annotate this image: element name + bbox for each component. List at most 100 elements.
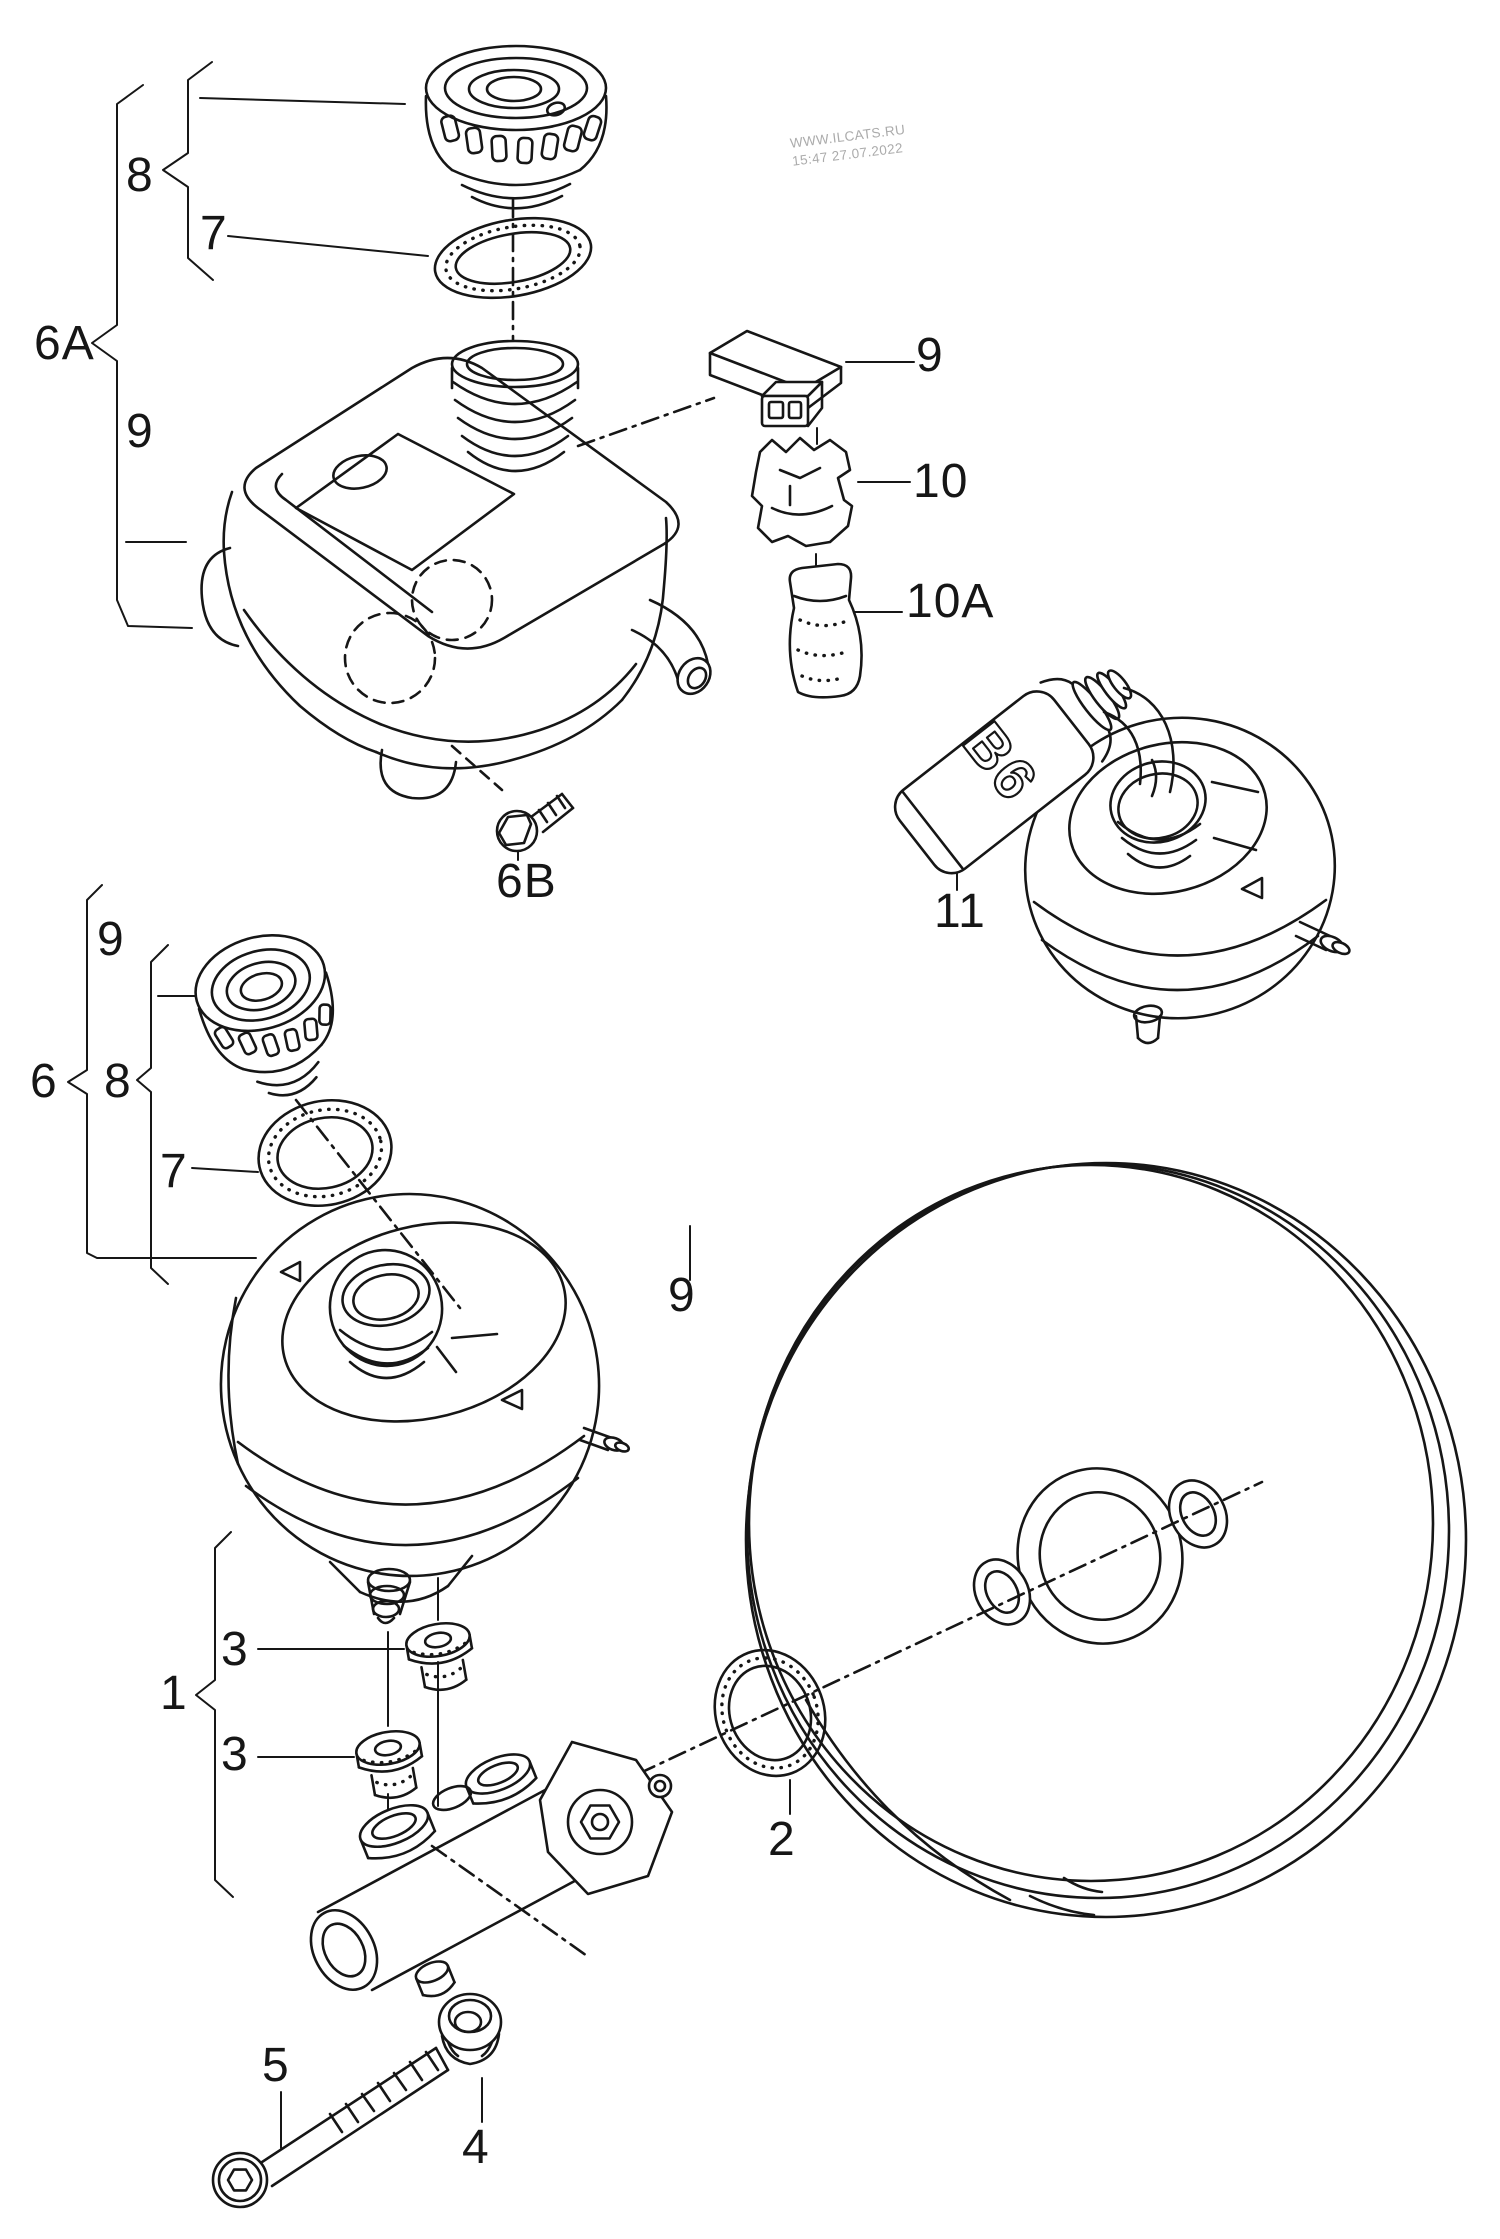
retaining-bar-9: [708, 329, 843, 428]
callout-8-mid: 8: [104, 1055, 132, 1108]
dashdot-mc-axis: [430, 1844, 592, 1960]
mc-port-front: [358, 1803, 437, 1860]
servo2-keyhole-1: [435, 1345, 458, 1374]
bolt5-head: [211, 2151, 269, 2209]
cap2-slot: [213, 1025, 235, 1050]
bar-block-top: [760, 380, 824, 398]
servo1-band-2: [1040, 934, 1320, 992]
servo1-triangle-marker: [1240, 876, 1264, 900]
tank-plate-hole: [332, 454, 388, 490]
servo2-hub-rib: [348, 1360, 426, 1380]
cap-slot: [540, 132, 560, 161]
cap2-top: [194, 933, 327, 1033]
nut-flange: [440, 2032, 501, 2066]
bolt-6B-rib: [546, 801, 558, 817]
stream-edge-2: [1102, 710, 1143, 786]
bolt5-thread: [408, 2060, 424, 2082]
neck-thread-1: [451, 380, 579, 406]
callout-7-mid: 7: [160, 1145, 188, 1198]
cap-slot: [562, 124, 583, 153]
callout-9-cap: 9: [97, 913, 125, 966]
servo2-band-2: [244, 1476, 580, 1547]
tank-hose-end: [676, 656, 712, 696]
callout-3-upper: 3: [221, 1623, 249, 1676]
servo2-hub: [328, 1248, 444, 1368]
dashdot-mounting-axis: [606, 1480, 1264, 1790]
grommet-plug-end: [423, 1678, 468, 1692]
mc-top-edge: [316, 1780, 562, 1914]
grommet-flange-arc: [357, 1754, 424, 1773]
cap2-slot: [261, 1032, 281, 1058]
servo-small-upper: [1023, 716, 1351, 1045]
bolt-6B-rib: [537, 808, 549, 824]
grommet-stipple: [362, 1749, 417, 1765]
neck-thread-4: [460, 434, 570, 458]
servo2-pushrod-side: [398, 1580, 412, 1616]
bracket-6A: [91, 84, 193, 629]
mc-stub-end: [421, 1981, 456, 1998]
booster-rim-3: [747, 1163, 1435, 1883]
grommet-stipple: [425, 1666, 462, 1679]
bolt-6B-tip: [560, 792, 575, 810]
bar-end-face: [802, 365, 843, 413]
tank-hidden-port-1: [410, 558, 494, 642]
servo2-pushrod-end: [376, 1616, 396, 1625]
nut-hole: [453, 2010, 483, 2034]
cap-ring-1: [443, 56, 589, 120]
grommet-3-upper: [405, 1621, 474, 1692]
servo2-hub-ring-2: [352, 1273, 420, 1321]
servo1-hub-inner: [1117, 772, 1199, 840]
callout-9-reservoir: 9: [126, 405, 154, 458]
servo-small-lower: [219, 1192, 631, 1625]
callout-7-top: 7: [200, 207, 228, 260]
dash-cap2-axis: [294, 1098, 462, 1310]
neck-inner: [465, 346, 565, 382]
tank-bottom-ear: [379, 748, 458, 800]
callout-10: 10: [913, 455, 969, 508]
bolt-6B-rib: [555, 794, 567, 810]
servo2-top-face: [281, 1221, 567, 1423]
seal2-outer: [257, 1098, 393, 1208]
callout-1: 1: [160, 1667, 188, 1720]
seal-ring-2-outer: [713, 1648, 827, 1778]
tank-hose-stub-a: [648, 598, 710, 666]
cap-slot: [582, 114, 603, 142]
clip-detail-2: [770, 504, 834, 516]
bracket-1: [195, 1531, 234, 1898]
seal-outer: [433, 216, 593, 300]
callout-3-lower: 3: [221, 1728, 249, 1781]
booster-bottom-detail: [1028, 1894, 1096, 1917]
servo1-bottom-stud-side: [1156, 1014, 1162, 1040]
seal-ring-2: [713, 1648, 827, 1778]
bottle-bottom-seam: [901, 791, 964, 870]
bolt5-thread: [424, 2050, 440, 2072]
cap-seal-ring-mid: [257, 1098, 393, 1208]
cap2-slot: [283, 1027, 301, 1053]
callout-6: 6: [30, 1055, 58, 1108]
grommet-plug-end: [373, 1786, 418, 1800]
booster-stud-hole-left-inner: [983, 1570, 1021, 1614]
cap2-side-right: [320, 971, 335, 1046]
bar-block-hole: [767, 400, 785, 420]
mc-flange-hole: [590, 1812, 610, 1832]
bolt5-tip: [434, 2046, 450, 2072]
cap2-side-left: [197, 1007, 245, 1071]
cap-ring-3: [485, 75, 543, 103]
foam-outline: [788, 562, 863, 699]
callout-5: 5: [262, 2039, 290, 2092]
servo2-stud-line: [582, 1426, 614, 1440]
bolt5-thread: [376, 2081, 392, 2103]
cap2-slot: [303, 1017, 319, 1042]
seal-inner: [454, 231, 572, 285]
callout-9-clip: 9: [916, 329, 944, 382]
callout-4: 4: [462, 2121, 490, 2174]
servo2-pushrod-rib: [366, 1567, 412, 1593]
tank-hose-stub-b: [630, 628, 682, 690]
tank-hidden-port-2: [343, 611, 437, 705]
cap-skirt-1: [460, 182, 572, 200]
leader-7-mid: [191, 1167, 259, 1173]
servo2-left-seam: [227, 1296, 240, 1466]
grommet-stipple: [375, 1774, 412, 1787]
servo2-pushrod-rib: [371, 1599, 401, 1619]
servo1-bottom-stud-end: [1136, 1036, 1160, 1045]
